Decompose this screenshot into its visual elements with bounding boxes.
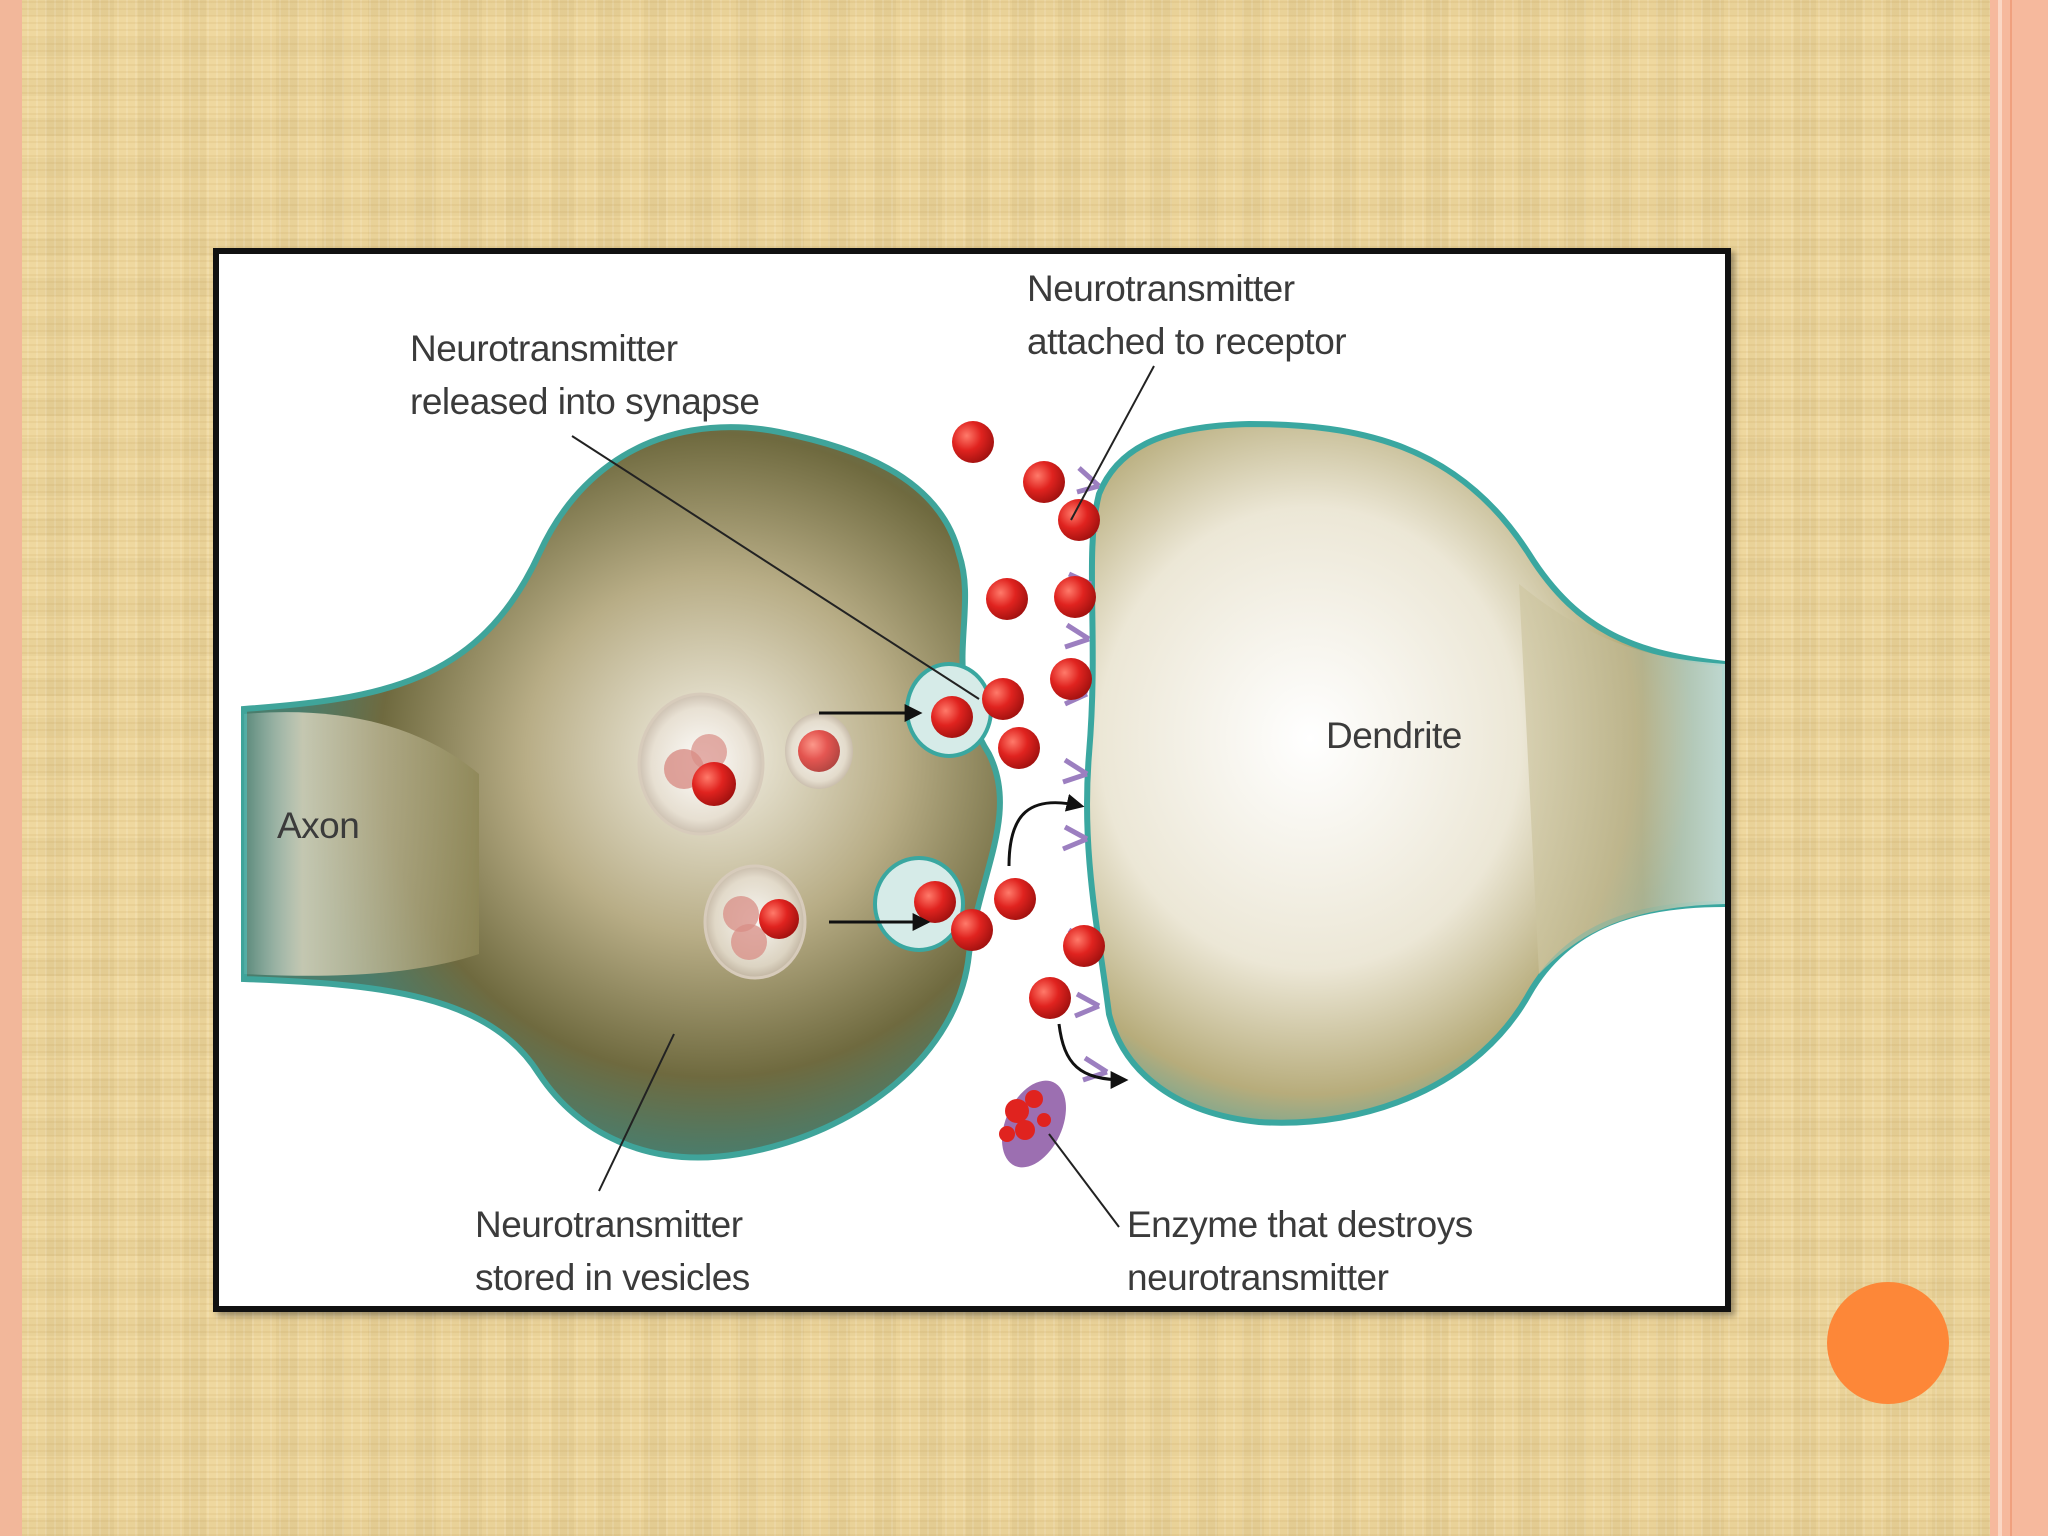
- label-line: Enzyme that destroys: [1127, 1204, 1473, 1245]
- label-line: Axon: [277, 805, 360, 846]
- label-line: Neurotransmitter: [1027, 268, 1295, 309]
- neurotransmitter-molecule: [998, 727, 1040, 769]
- dendrite-terminal: [1084, 420, 1725, 1126]
- neurotransmitter-molecule: [1058, 499, 1100, 541]
- label-line: Neurotransmitter: [410, 328, 678, 369]
- left-border: [0, 0, 22, 1536]
- neurotransmitter-molecule: [1054, 576, 1096, 618]
- label-line: stored in vesicles: [475, 1257, 750, 1298]
- axon-terminal: [241, 424, 1003, 1161]
- neurotransmitter-molecule: [982, 678, 1024, 720]
- border-line: [1998, 0, 2002, 1536]
- label-line: Dendrite: [1326, 715, 1462, 756]
- neurotransmitter-molecule: [914, 881, 956, 923]
- label-line: neurotransmitter: [1127, 1257, 1389, 1298]
- orange-dot: [1827, 1282, 1949, 1404]
- neurotransmitter-molecule: [994, 878, 1036, 920]
- label-stored-in-vesicles: Neurotransmitter stored in vesicles: [475, 1198, 750, 1304]
- neurotransmitter-molecule: [1023, 461, 1065, 503]
- neurotransmitter-molecule: [986, 578, 1028, 620]
- label-dendrite: Dendrite: [1326, 709, 1462, 762]
- label-attached-to-receptor: Neurotransmitter attached to receptor: [1027, 262, 1347, 368]
- neurotransmitter-molecule: [1050, 658, 1092, 700]
- arrows: [819, 704, 1129, 1089]
- label-line: Neurotransmitter: [475, 1204, 743, 1245]
- label-released-into-synapse: Neurotransmitter released into synapse: [410, 322, 760, 428]
- border-line: [2010, 0, 2012, 1536]
- neurotransmitters: [914, 421, 1105, 1019]
- neurotransmitter-molecule: [1063, 925, 1105, 967]
- diagram-frame: Neurotransmitter released into synapse N…: [213, 248, 1731, 1312]
- neurotransmitter-molecule: [951, 909, 993, 951]
- label-line: attached to receptor: [1027, 321, 1347, 362]
- leader-lines: [571, 365, 1155, 1228]
- label-line: released into synapse: [410, 381, 760, 422]
- arrow: [1007, 793, 1085, 867]
- arrow: [1057, 1023, 1129, 1089]
- label-axon: Axon: [277, 799, 360, 852]
- label-enzyme: Enzyme that destroys neurotransmitter: [1127, 1198, 1473, 1304]
- right-border: [1990, 0, 2048, 1536]
- enzyme: [999, 1080, 1066, 1168]
- synapse-illustration: [241, 365, 1725, 1228]
- neurotransmitter-molecule: [952, 421, 994, 463]
- neurotransmitter-molecule: [931, 696, 973, 738]
- neurotransmitter-molecule: [1029, 977, 1071, 1019]
